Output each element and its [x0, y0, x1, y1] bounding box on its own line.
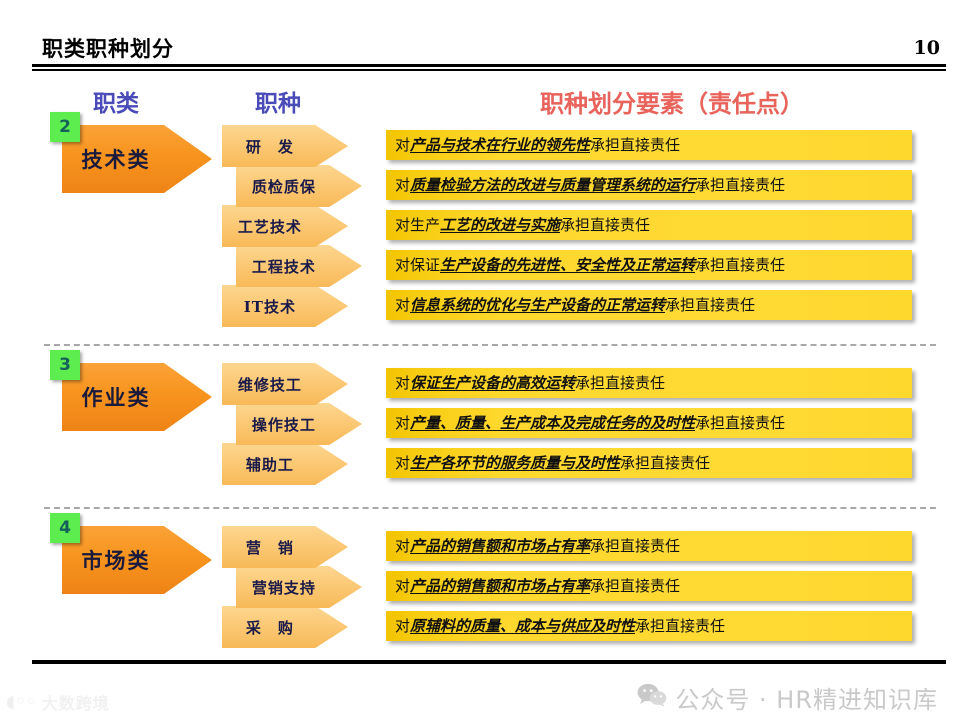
responsibility-text: 对信息系统的优化与生产设备的正常运转承担直接责任: [395, 295, 756, 314]
responsibility-emphasis: 质量检验方法的改进与质量管理系统的运行: [410, 175, 696, 194]
job-type-arrow[interactable]: 操作技工: [236, 403, 362, 445]
column-header-elements: 职种划分要素（责任点）: [540, 90, 804, 118]
responsibility-emphasis: 产量、质量、生产成本及完成任务的及时性: [410, 413, 696, 432]
watermark-right-text: 公众号 · HR精进知识库: [675, 686, 938, 714]
responsibility-bar[interactable]: 对产品的销售额和市场占有率承担直接责任: [386, 571, 912, 601]
responsibility-bar[interactable]: 对产品与技术在行业的领先性承担直接责任: [386, 130, 912, 160]
responsibility-emphasis: 保证生产设备的高效运转: [410, 373, 576, 392]
watermark-right: 公众号 · HR精进知识库: [637, 680, 938, 715]
category-arrow[interactable]: 作业类: [62, 363, 212, 431]
job-type-label: 质检质保: [251, 177, 316, 196]
job-type-label: 研 发: [245, 137, 294, 156]
watermark-left-text: 大数跨境: [41, 694, 110, 713]
category-arrow-label: 作业类: [81, 385, 151, 410]
responsibility-emphasis: 生产设备的先进性、安全性及正常运转: [440, 255, 696, 274]
responsibility-emphasis: 产品与技术在行业的领先性: [410, 135, 591, 154]
section-index-badge: 4: [50, 513, 80, 543]
job-type-arrow[interactable]: 研 发: [222, 125, 348, 167]
responsibility-bar[interactable]: 对产量、质量、生产成本及完成任务的及时性承担直接责任: [386, 408, 912, 438]
page-number: 10: [913, 37, 940, 59]
section-index-badge: 3: [50, 350, 80, 380]
responsibility-text: 对产品的销售额和市场占有率承担直接责任: [395, 576, 681, 595]
job-type-arrow[interactable]: 营 销: [222, 526, 348, 568]
section-divider: [44, 344, 936, 346]
wechat-icon: [637, 683, 667, 712]
header-rule-bottom: [32, 69, 946, 71]
job-type-arrow[interactable]: 工艺技术: [222, 205, 348, 247]
job-type-arrow[interactable]: 营销支持: [236, 566, 362, 608]
responsibility-emphasis: 信息系统的优化与生产设备的正常运转: [410, 295, 666, 314]
job-type-label: 采 购: [245, 618, 294, 637]
responsibility-bar[interactable]: 对生产工艺的改进与实施承担直接责任: [386, 210, 912, 240]
responsibility-text: 对产量、质量、生产成本及完成任务的及时性承担直接责任: [395, 413, 786, 432]
responsibility-emphasis: 产品的销售额和市场占有率: [410, 576, 591, 595]
job-type-label: 营销支持: [251, 578, 316, 597]
job-type-arrow[interactable]: 维修技工: [222, 363, 348, 405]
job-type-arrow[interactable]: 采 购: [222, 606, 348, 648]
responsibility-text: 对保证生产设备的高效运转承担直接责任: [395, 373, 666, 392]
column-header-category: 职类: [93, 91, 139, 117]
responsibility-emphasis: 工艺的改进与实施: [440, 215, 561, 234]
responsibility-bar[interactable]: 对生产各环节的服务质量与及时性承担直接责任: [386, 448, 912, 478]
watermark-left: ◖◦◦ 大数跨境: [6, 690, 110, 714]
responsibility-text: 对原辅料的质量、成本与供应及时性承担直接责任: [395, 616, 726, 635]
responsibility-bar[interactable]: 对保证生产设备的先进性、安全性及正常运转承担直接责任: [386, 250, 912, 280]
job-type-label: 营 销: [245, 538, 294, 557]
responsibility-bar[interactable]: 对信息系统的优化与生产设备的正常运转承担直接责任: [386, 290, 912, 320]
section-divider: [44, 507, 936, 509]
job-type-arrow[interactable]: 工程技术: [236, 245, 362, 287]
section-index-badge: 2: [50, 112, 80, 142]
job-type-arrow[interactable]: 辅助工: [222, 443, 348, 485]
responsibility-emphasis: 生产各环节的服务质量与及时性: [410, 453, 621, 472]
category-arrow[interactable]: 技术类: [62, 125, 212, 193]
job-type-label: 操作技工: [251, 415, 316, 434]
category-arrow[interactable]: 市场类: [62, 526, 212, 594]
brand-logo-icon: ◖◦◦: [6, 692, 37, 712]
responsibility-emphasis: 产品的销售额和市场占有率: [410, 536, 591, 555]
job-type-arrow[interactable]: IT技术: [222, 285, 348, 327]
responsibility-emphasis: 原辅料的质量、成本与供应及时性: [410, 616, 636, 635]
responsibility-text: 对保证生产设备的先进性、安全性及正常运转承担直接责任: [395, 255, 786, 274]
header-rule-top: [32, 64, 946, 67]
responsibility-bar[interactable]: 对原辅料的质量、成本与供应及时性承担直接责任: [386, 611, 912, 641]
job-type-arrow[interactable]: 质检质保: [236, 165, 362, 207]
responsibility-bar[interactable]: 对产品的销售额和市场占有率承担直接责任: [386, 531, 912, 561]
responsibility-text: 对产品与技术在行业的领先性承担直接责任: [395, 135, 681, 154]
responsibility-text: 对质量检验方法的改进与质量管理系统的运行承担直接责任: [395, 175, 786, 194]
responsibility-text: 对生产工艺的改进与实施承担直接责任: [395, 215, 651, 234]
category-arrow-label: 技术类: [81, 147, 151, 172]
responsibility-text: 对产品的销售额和市场占有率承担直接责任: [395, 536, 681, 555]
responsibility-bar[interactable]: 对质量检验方法的改进与质量管理系统的运行承担直接责任: [386, 170, 912, 200]
page-title: 职类职种划分: [42, 36, 174, 61]
job-type-label: IT技术: [243, 297, 296, 316]
job-type-label: 维修技工: [237, 375, 302, 394]
job-type-label: 辅助工: [245, 455, 294, 474]
column-header-job-type: 职种: [255, 91, 301, 117]
category-arrow-label: 市场类: [81, 548, 151, 573]
responsibility-bar[interactable]: 对保证生产设备的高效运转承担直接责任: [386, 368, 912, 398]
footer-rule: [32, 660, 946, 664]
responsibility-text: 对生产各环节的服务质量与及时性承担直接责任: [395, 453, 711, 472]
job-type-label: 工艺技术: [237, 217, 302, 236]
job-type-label: 工程技术: [251, 257, 316, 276]
